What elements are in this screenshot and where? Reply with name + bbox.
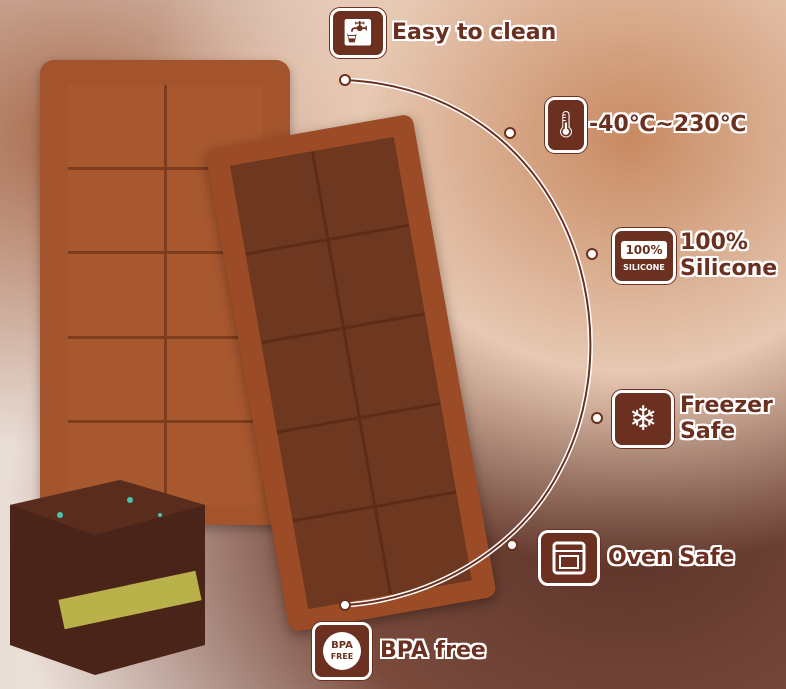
feature-label: -40℃~230℃ bbox=[589, 112, 747, 137]
thermometer-icon: 🌡︎ bbox=[545, 97, 587, 153]
badge-top-text: 100% bbox=[621, 240, 667, 259]
silicone-badge-icon: 100% SILICONE bbox=[612, 228, 676, 284]
bpa-free-icon: BPA FREE bbox=[312, 622, 372, 680]
badge-bottom-text: FREE bbox=[330, 652, 354, 661]
snowflake-icon: ❄ bbox=[612, 390, 674, 448]
badge-bottom-text: SILICONE bbox=[623, 262, 665, 272]
feature-label: Oven Safe bbox=[608, 545, 735, 570]
feature-temperature: 🌡︎ -40℃~230℃ bbox=[545, 97, 746, 153]
oven-icon bbox=[538, 530, 600, 586]
feature-label-line2: Safe bbox=[680, 419, 736, 444]
feature-oven-safe: Oven Safe bbox=[538, 530, 734, 586]
feature-label: Easy to clean bbox=[392, 20, 557, 45]
feature-label-line1: Freezer bbox=[680, 393, 773, 418]
faucet-icon: 🚰︎ bbox=[330, 8, 386, 58]
feature-easy-to-clean: 🚰︎ Easy to clean bbox=[330, 8, 556, 58]
feature-label: BPA free bbox=[380, 638, 486, 663]
feature-bpa-free: BPA FREE BPA free bbox=[312, 622, 486, 680]
feature-label-line2: Silicone bbox=[680, 256, 778, 281]
badge-top-text: BPA bbox=[331, 640, 353, 651]
chocolate-bar-image bbox=[10, 480, 205, 675]
feature-silicone: 100% SILICONE 100%Silicone bbox=[612, 228, 777, 284]
feature-label-line1: 100% bbox=[680, 230, 748, 255]
